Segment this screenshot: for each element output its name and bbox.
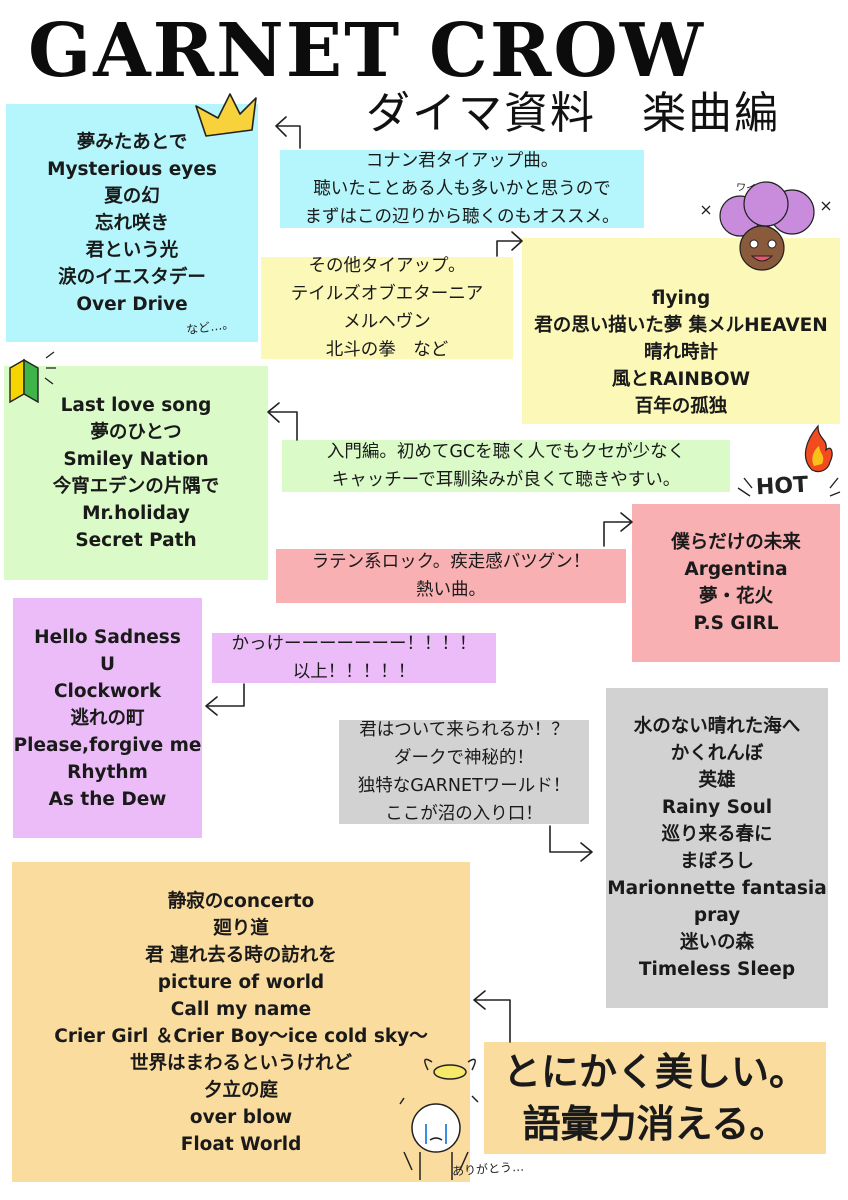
song-item: 夢のひとつ [90,422,182,443]
tieup-note-box: その他タイアップ。 テイルズオブエターニア メルヘヴン 北斗の拳 など [261,256,513,360]
song-item: P.S GIRL [693,613,779,634]
song-item: Last love song [60,395,212,416]
song-item: Clockwork [53,680,162,702]
note-line: とにかく美しい。 [502,1050,807,1094]
page-title: GARNET CROW [28,8,705,94]
note-line: メルヘヴン [343,312,431,332]
note-line: 北斗の拳 など [325,340,449,360]
note-line: 独特なGARNETワールド！ [357,776,571,796]
song-item: Call my name [170,999,312,1020]
song-item: 夢・花火 [698,586,773,607]
song-item: 君の思い描いた夢 集メルHEAVEN [534,314,828,336]
song-item: 忘れ咲き [94,212,169,234]
song-item: 風とRAINBOW [611,368,751,390]
note-line: 聴いたことある人も多いかと思うので [313,179,611,199]
note-line: ダークで神秘的！ [394,748,534,768]
note-line: 語彙力消える。 [522,1102,788,1146]
song-item: Mysterious eyes [47,158,217,180]
fire-icon [804,424,833,473]
song-item: 君という光 [85,239,179,261]
song-item: 巡り来る春に [661,824,773,845]
beautiful-songs-box: 静寂のconcerto 廻り道 君 連れ去る時の訪れを picture of w… [12,862,470,1182]
song-item: Rhythm [67,761,148,783]
cool-songs-box: Hello Sadness U Clockwork 逃れの町 Please,fo… [13,598,202,838]
song-item: 僕らだけの未来 [671,532,801,553]
song-item: 静寂のconcerto [167,891,315,912]
arrow-icon [473,990,511,1043]
note-line: その他タイアップ。 [308,256,466,276]
latin-songs-box: 僕らだけの未来 Argentina 夢・花火 P.S GIRL [632,504,840,662]
note-line: 入門編。初めてGCを聴く人でもクセが少なく [326,442,686,462]
song-item: 涙のイエスタデー [58,266,206,288]
note-line: かっけーーーーーーー！！！！ [231,634,477,654]
arrow-icon [205,683,245,716]
song-item: over blow [189,1107,293,1128]
song-item: 水のない晴れた海へ [633,716,801,737]
beginner-songs-box: Last love song 夢のひとつ Smiley Nation 今宵エデン… [4,366,268,580]
song-item: 夏の幻 [104,185,160,207]
note-line: 君はついて来られるか！？ [359,720,569,740]
note-line: キャッチーで耳馴染みが良くて聴きやすい。 [331,470,681,490]
arrow-icon [267,402,298,441]
song-item: Secret Path [75,530,197,551]
song-item: まぼろし [679,851,754,872]
song-item: picture of world [157,972,325,993]
note-line: ラテン系ロック。疾走感バツグン！ [311,552,591,572]
song-item: 迷いの森 [679,932,754,953]
note-line: 熱い曲。 [416,580,486,600]
song-item: 夢みたあとで [76,131,188,153]
song-item: Rainy Soul [661,797,773,818]
note-line: 以上！！！！！ [292,662,416,682]
dark-songs-box: 水のない晴れた海へ かくれんぼ 英雄 Rainy Soul 巡り来る春に まぼろ… [606,688,828,1008]
song-item: Mr.holiday [82,503,190,524]
song-item: As the Dew [48,788,167,810]
note-line: ここが沼の入り口！ [385,804,543,824]
arrow-icon [549,825,593,862]
arrow-icon [603,512,633,547]
song-item: かくれんぼ [670,743,764,764]
song-item: 逃れの町 [70,707,145,729]
note-line: まずはこの辺りから聴くのもオススメ。 [304,207,620,227]
conan-songs-box: 夢みたあとで Mysterious eyes 夏の幻 忘れ咲き 君という光 涙の… [6,104,258,342]
latin-note-box: ラテン系ロック。疾走感バツグン！ 熱い曲。 [276,549,626,603]
song-item: 英雄 [698,770,736,791]
tieup-songs-box: flying 君の思い描いた夢 集メルHEAVEN 晴れ時計 風とRAINBOW… [522,238,840,424]
song-item: Float World [180,1134,302,1155]
song-item: 夕立の庭 [203,1080,278,1101]
beginner-mark-icon [9,351,56,404]
note-line: テイルズオブエターニア [290,284,484,304]
beautiful-note-box: とにかく美しい。 語彙力消える。 [484,1042,826,1154]
page-subtitle: ダイマ資料 楽曲編 [366,88,780,139]
beginner-note-box: 入門編。初めてGCを聴く人でもクセが少なく キャッチーで耳馴染みが良くて聴きやす… [282,440,730,492]
conan-note-box: コナン君タイアップ曲。 聴いたことある人も多いかと思うので まずはこの辺りから聴… [280,150,644,228]
crown-icon [195,93,257,137]
song-item: Smiley Nation [63,449,209,470]
song-item: pray [693,905,741,926]
character-face-icon [701,181,831,271]
song-item: flying [651,287,711,309]
song-item: U [99,653,116,675]
song-item: Marionnette fantasia [607,878,827,899]
song-item: Over Drive [76,293,188,315]
song-item: 百年の孤独 [634,395,728,417]
song-item: Argentina [684,559,788,580]
cool-note-box: かっけーーーーーーー！！！！ 以上！！！！！ [212,633,496,683]
song-item: 廻り道 [213,918,269,939]
song-item: 君 連れ去る時の訪れを [145,945,337,966]
hot-badge-outline [737,477,841,497]
arrow-icon [275,116,301,149]
song-item: Crier Girl ＆Crier Boy〜ice cold sky〜 [54,1026,428,1047]
note-line: コナン君タイアップ曲。 [365,151,559,171]
song-item: Please,forgive me [13,734,202,756]
song-item: 晴れ時計 [643,341,718,363]
song-item: 世界はまわるというけれど [129,1053,352,1074]
song-item: Timeless Sleep [638,959,796,980]
song-item: 今宵エデンの片隅で [52,476,220,497]
arrow-icon [496,231,523,257]
dark-note-box: 君はついて来られるか！？ ダークで神秘的！ 独特なGARNETワールド！ ここが… [339,720,589,824]
song-item: Hello Sadness [34,626,181,648]
crying-doodle-icon [399,1058,479,1180]
